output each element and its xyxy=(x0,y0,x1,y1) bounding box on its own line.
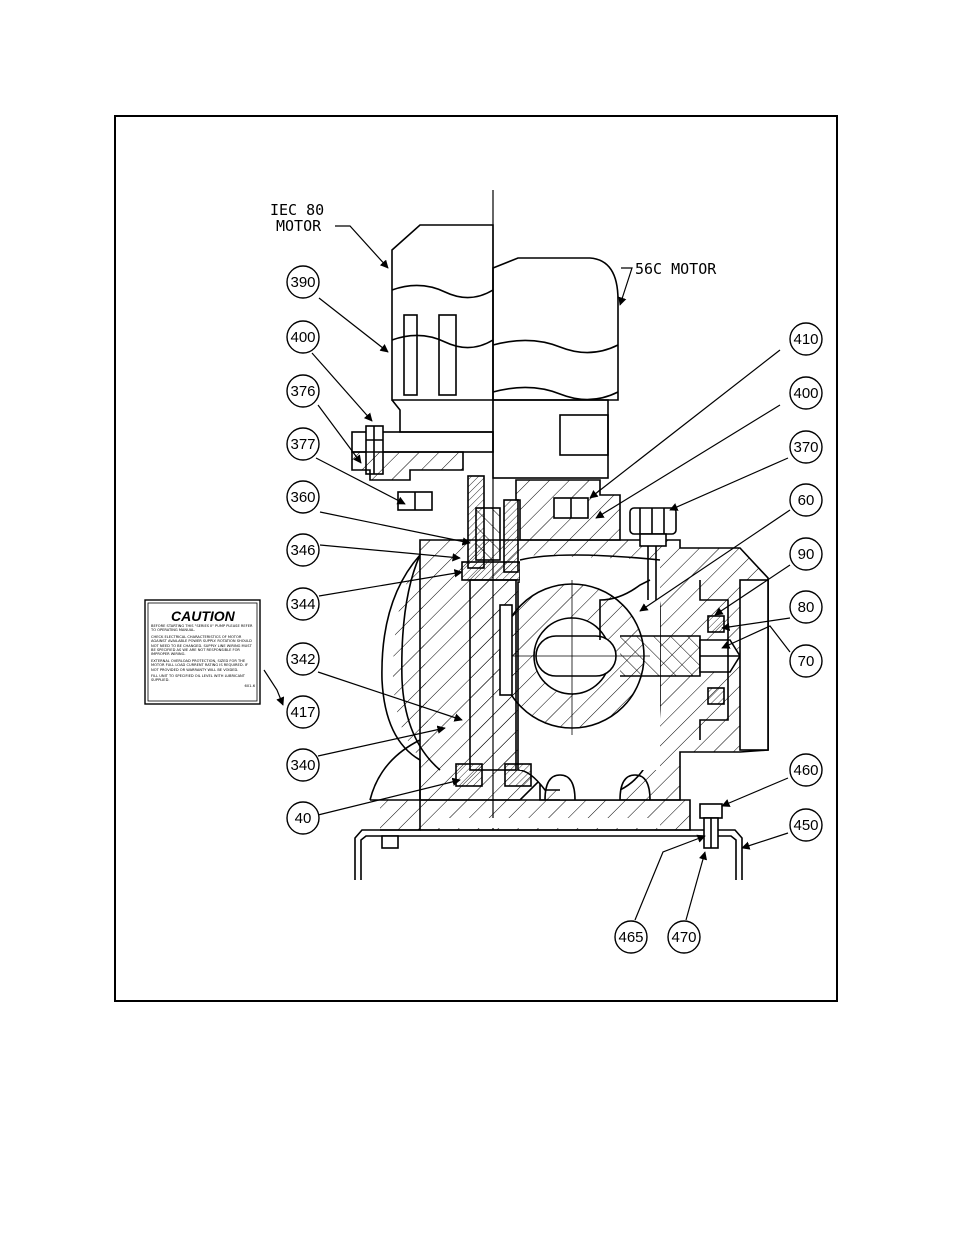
caution-decal xyxy=(144,599,261,705)
callout-340-text: 340 xyxy=(290,757,315,774)
callout-390-text: 390 xyxy=(290,274,315,291)
callout-40-text: 40 xyxy=(295,810,312,827)
callout-400-right xyxy=(789,376,823,410)
56c-motor-label: 56C MOTOR xyxy=(635,260,717,278)
caution-text-block: BEFORE STARTING THIS "SERIES II" PUMP PL… xyxy=(151,624,255,688)
callout-370-text: 370 xyxy=(793,439,818,456)
callout-80-text: 80 xyxy=(798,599,815,616)
callout-376 xyxy=(286,374,320,408)
56c-motor-body xyxy=(492,257,619,401)
callout-400-left-text: 400 xyxy=(290,329,315,346)
callout-400-right-text: 400 xyxy=(793,385,818,402)
callout-377-text: 377 xyxy=(290,436,315,453)
callout-40 xyxy=(286,801,320,835)
callout-410-text: 410 xyxy=(793,331,818,348)
callout-344 xyxy=(286,587,320,621)
caution-item-3: FILL UNIT TO SPECIFIED OIL LEVEL WITH LU… xyxy=(151,674,245,683)
callout-346 xyxy=(286,533,320,567)
callout-344-text: 344 xyxy=(290,596,315,613)
callout-376-text: 376 xyxy=(290,383,315,400)
callout-370 xyxy=(789,430,823,464)
callout-465-text: 465 xyxy=(618,929,643,946)
callout-410 xyxy=(789,322,823,356)
callout-377 xyxy=(286,427,320,461)
callout-346-text: 346 xyxy=(290,542,315,559)
callout-400-left xyxy=(286,320,320,354)
callout-450 xyxy=(789,808,823,842)
iec-motor-label-line1: IEC 80 xyxy=(270,201,324,219)
drawing-border xyxy=(114,115,838,1002)
callout-90-text: 90 xyxy=(798,546,815,563)
callout-390 xyxy=(286,265,320,299)
iec-motor-label-line2: MOTOR xyxy=(276,217,322,235)
callout-342-text: 342 xyxy=(290,651,315,668)
iec-motor-body xyxy=(391,224,494,401)
base-plate xyxy=(354,829,743,880)
caution-part-number: 601-6 xyxy=(244,683,255,688)
callout-60 xyxy=(789,483,823,517)
callout-360-text: 360 xyxy=(290,489,315,506)
callout-417-text: 417 xyxy=(290,704,315,721)
caution-intro: BEFORE STARTING THIS "SERIES II" PUMP PL… xyxy=(151,624,253,633)
callout-465 xyxy=(614,920,648,954)
callout-460 xyxy=(789,753,823,787)
caution-item-2: EXTERNAL OVERLOAD PROTECTION, SIZED FOR … xyxy=(151,658,248,672)
callout-342 xyxy=(286,642,320,676)
callout-360 xyxy=(286,480,320,514)
callout-90 xyxy=(789,537,823,571)
callout-340 xyxy=(286,748,320,782)
callout-470-text: 470 xyxy=(671,929,696,946)
callout-60-text: 60 xyxy=(798,492,815,509)
callout-70-text: 70 xyxy=(798,653,815,670)
callout-70 xyxy=(789,644,823,678)
caution-item-1: CHECK ELECTRICAL CHARACTERISTICS OF MOTO… xyxy=(151,634,252,657)
caution-title: CAUTION xyxy=(171,608,236,624)
callout-450-text: 450 xyxy=(793,817,818,834)
callout-80 xyxy=(789,590,823,624)
callout-460-text: 460 xyxy=(793,762,818,779)
callout-417 xyxy=(286,695,320,729)
callout-470 xyxy=(667,920,701,954)
